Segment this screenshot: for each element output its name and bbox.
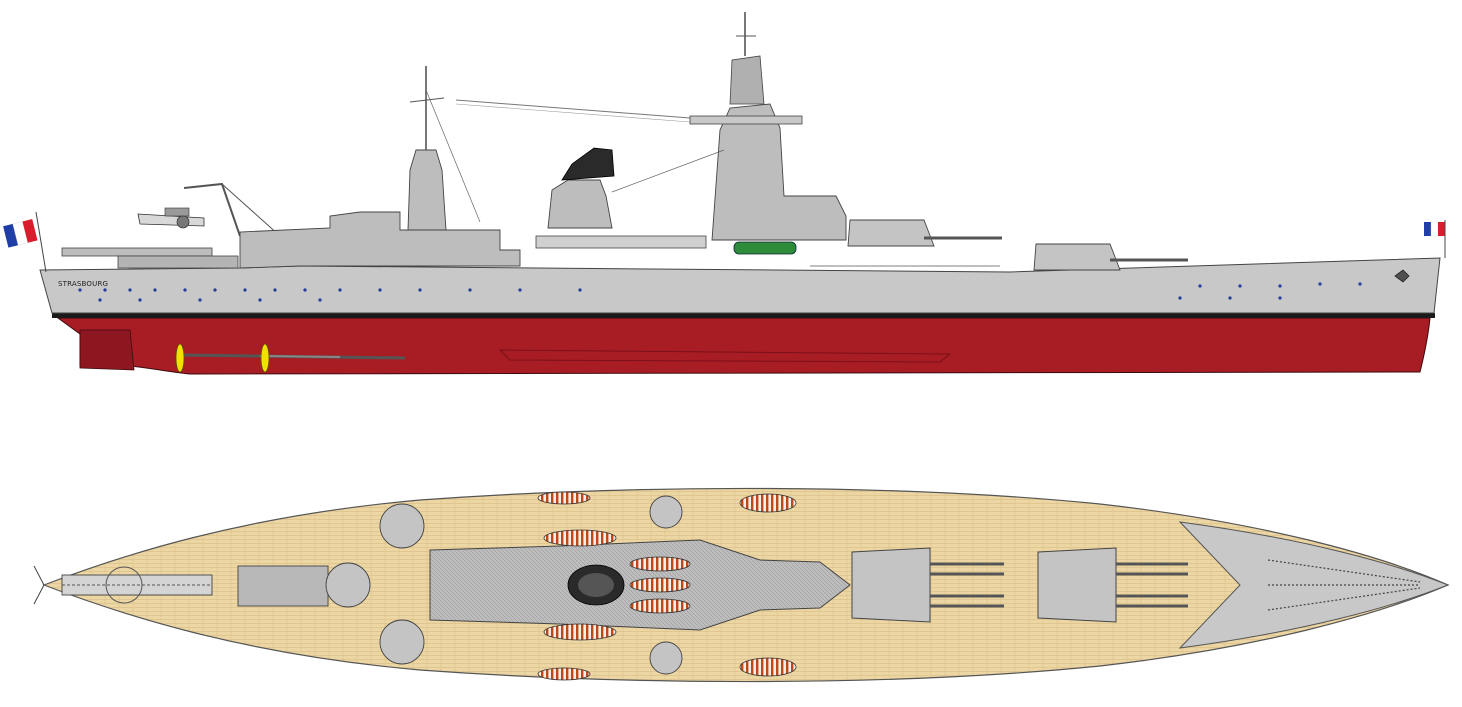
- fire-control-top: [729, 55, 765, 105]
- ships-boats: [537, 491, 797, 681]
- boot-topping: [52, 313, 1435, 318]
- jack-bow-icon: [1424, 220, 1446, 258]
- boat: [629, 556, 691, 572]
- boat: [629, 577, 691, 593]
- seaplane-icon: [137, 207, 205, 229]
- main-turret-2: [1037, 547, 1117, 623]
- secondary-turret-3: [325, 562, 371, 608]
- catapult-profile: [61, 247, 213, 257]
- boat: [629, 598, 691, 614]
- hull-name-text: STRASBOURG: [58, 280, 108, 288]
- boat: [543, 623, 617, 641]
- bilge-keel: [498, 349, 952, 363]
- radio-aerial: [455, 99, 691, 119]
- boat-deck: [535, 235, 707, 249]
- secondary-turret-1: [379, 503, 425, 549]
- anchor-icon: [1394, 269, 1410, 283]
- rudder-skeg: [79, 329, 135, 371]
- aft-tower: [407, 149, 447, 231]
- aft-superstructure: [239, 211, 521, 269]
- boat: [543, 529, 617, 547]
- funnel-cap: [561, 147, 615, 181]
- turret-2-guns: [1116, 562, 1188, 608]
- propeller-aft-icon: [175, 343, 185, 373]
- propeller-shafts: [179, 353, 406, 360]
- boat: [537, 667, 591, 681]
- boat: [537, 491, 591, 505]
- ensign-aft-icon: [3, 219, 38, 248]
- turret-2-profile: [1033, 243, 1121, 271]
- conning-tower: [711, 103, 847, 241]
- hangar-roof: [237, 565, 329, 607]
- main-turret-1: [851, 547, 931, 623]
- turret-1-profile: [847, 219, 935, 247]
- profile-view: STRASBOURG: [3, 12, 1446, 375]
- secondary-turret-4: [649, 495, 683, 529]
- secondary-turrets: [325, 495, 683, 675]
- funnel: [547, 179, 613, 229]
- launch: [733, 241, 797, 255]
- bow-tip: [33, 565, 45, 605]
- catapult-turntable: [105, 566, 143, 604]
- turret-1-guns: [930, 562, 1004, 608]
- secondary-turret-2: [379, 619, 425, 665]
- secondary-turret-5: [649, 641, 683, 675]
- rangefinder: [689, 115, 803, 125]
- hangar: [117, 255, 239, 269]
- boat: [739, 657, 797, 677]
- plan-view: [33, 487, 1450, 683]
- propeller-forward-icon: [260, 343, 270, 373]
- boat: [739, 493, 797, 513]
- portholes: [78, 282, 1362, 302]
- aircraft-crane: [183, 182, 281, 237]
- anchor-chains: [1267, 559, 1421, 611]
